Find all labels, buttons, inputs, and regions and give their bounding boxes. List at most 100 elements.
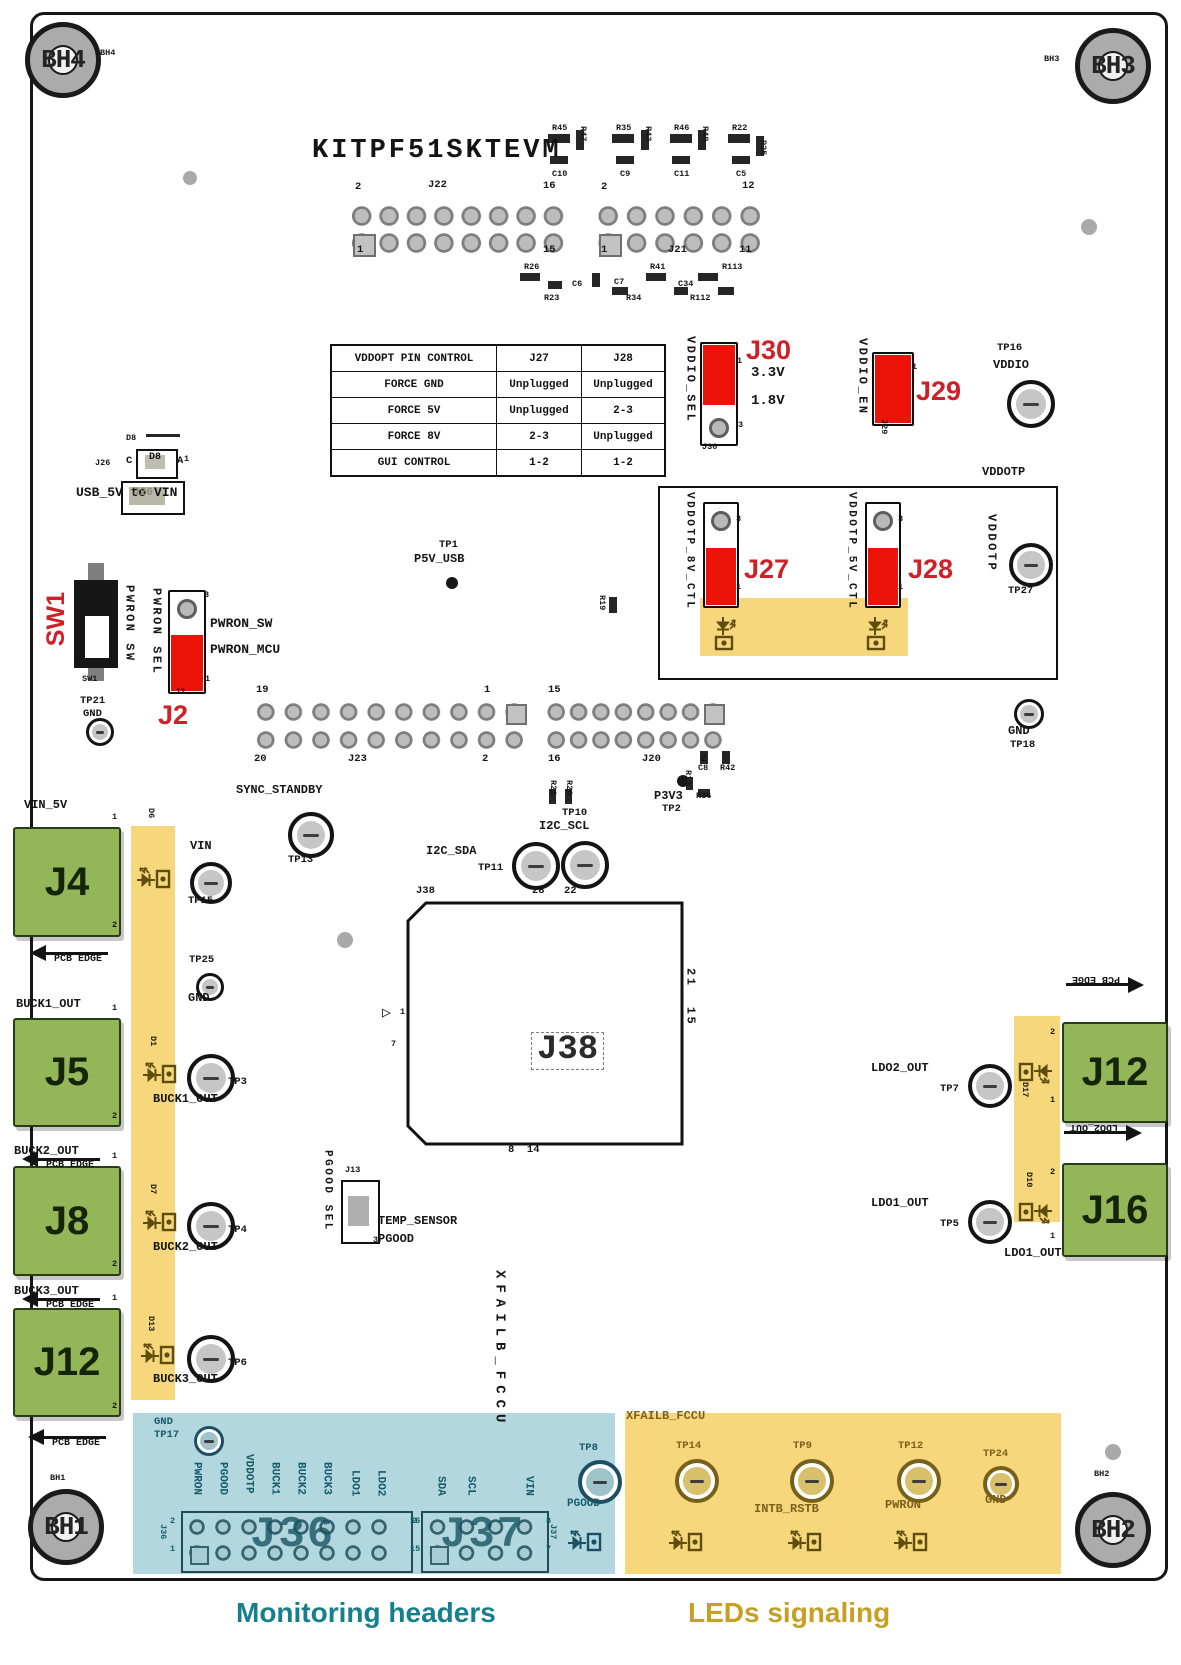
silk-label: 2 (170, 1516, 176, 1526)
test-point (790, 1459, 834, 1503)
test-point (983, 1466, 1019, 1502)
silk-label: D6 (145, 808, 156, 819)
silk-label: PWRON SW (122, 585, 137, 663)
silk-label: 21 15 (683, 968, 698, 1027)
led-icon (863, 615, 889, 651)
table-cell: FORCE 8V (330, 423, 497, 450)
silk-label: SCL (464, 1476, 477, 1496)
pin-header-J37 (422, 1542, 539, 1564)
annotation-J27: J27 (744, 554, 790, 584)
test-point (968, 1200, 1012, 1244)
silk-label: BUCK1_OUT (153, 1092, 218, 1106)
connector-label: J4 (44, 859, 90, 904)
silk-label: 16 (543, 180, 556, 192)
silk-label: R113 (722, 262, 743, 272)
silk-label: J26 (95, 458, 111, 468)
silk-label: 28 (532, 885, 545, 897)
component-pad (348, 1196, 369, 1226)
table-cell: Unplugged (496, 371, 582, 398)
pin1-square-J36 (189, 1545, 209, 1565)
silk-label: SW1 (82, 674, 98, 684)
silk-label: LDO1 (348, 1470, 361, 1497)
silk-label: PWRON (190, 1462, 203, 1496)
silk-label: C6 (572, 279, 583, 289)
table-cell: GUI CONTROL (330, 449, 497, 477)
table-cell: Unplugged (496, 397, 582, 424)
table-cell: 2-3 (581, 397, 666, 424)
silk-label: 1.8V (751, 393, 785, 409)
mounting-hole-BH4: BH4 (25, 22, 101, 98)
silk-label: BUCK2_OUT (153, 1240, 218, 1254)
jumper-shunt (703, 345, 735, 405)
connector-J4: J4 (13, 827, 121, 937)
test-point (897, 1459, 941, 1503)
highlight-region (131, 826, 175, 1400)
test-point (1009, 543, 1053, 587)
silk-label: 1 (357, 244, 364, 256)
silk-label: SDA (434, 1476, 447, 1496)
silk-label: D1 (147, 1036, 158, 1047)
silk-label: R26 (524, 262, 540, 272)
component-pad (722, 751, 730, 764)
silk-label: 3 (373, 1235, 379, 1245)
outline-box (341, 1180, 380, 1244)
silk-label: 1 (484, 684, 491, 696)
arrow-line (46, 951, 108, 955)
silk-label: VIN (522, 1476, 535, 1496)
silk-label: D7 (147, 1184, 158, 1195)
jumper-pin (711, 511, 731, 531)
jumper-J30 (700, 342, 738, 446)
j38-label: J38 (531, 1032, 605, 1070)
led-icon (667, 1529, 703, 1555)
silk-label: USB_5V to VIN (76, 485, 178, 500)
component-pad (672, 156, 690, 164)
pcb-edge-arrow: PCB EDGE (30, 944, 108, 965)
silk-label: GND (188, 991, 210, 1005)
silk-label: BUCK3_OUT (14, 1284, 79, 1298)
led-icon (135, 866, 171, 892)
silk-label: TP21 (80, 695, 106, 707)
pin-header-J23 (252, 700, 529, 724)
silk-label: VDDIO_EN (855, 338, 870, 416)
caption-monitoring-headers: Monitoring headers (236, 1597, 496, 1628)
annotation-J29: J29 (916, 376, 962, 406)
silk-label: J30 (702, 442, 718, 452)
hole-label: BH4 (41, 45, 86, 75)
silk-label: 1 (112, 812, 118, 822)
silk-label: PWRON_SW (210, 616, 273, 631)
j38-socket-outline (406, 901, 684, 1146)
silk-label: TEMP_SENSOR (378, 1214, 458, 1228)
outline-box (121, 481, 185, 515)
jumper-shunt (868, 547, 898, 605)
vddopt-pin-control-table: VDDOPT PIN CONTROL J27 J28 FORCE GND Unp… (330, 344, 666, 477)
silk-label: VDDOTP (982, 465, 1026, 479)
component-pad (756, 136, 764, 156)
silk-label: R18 (682, 770, 693, 786)
outline-box (136, 449, 178, 479)
arrow-label: PCB EDGE (1071, 973, 1120, 984)
pin1-square-J21 (598, 233, 622, 257)
highlight-region (1014, 1016, 1060, 1222)
silk-label: TP11 (478, 862, 504, 874)
silk-label: 1 (170, 1544, 176, 1554)
pin-header-J21 (593, 203, 765, 229)
silk-label: 2 (700, 753, 707, 765)
silk-label: SYNC_STANDBY (236, 783, 323, 797)
test-point (1014, 699, 1044, 729)
component-pad (565, 789, 572, 804)
silk-label: TP12 (898, 1440, 924, 1452)
silk-label: R46 (674, 123, 690, 133)
silk-label: BUCK1 (268, 1462, 281, 1496)
silk-label: LDO2 (374, 1470, 387, 1497)
silk-label: 2 (355, 181, 362, 193)
silk-label: INTB_RSTB (754, 1502, 819, 1516)
test-point (512, 842, 560, 890)
component-pad (549, 789, 556, 804)
connector-J16: J16 (1062, 1163, 1168, 1257)
silk-label: C10 (552, 169, 568, 179)
jumper-shunt (875, 355, 911, 423)
pin1-square-J23 (505, 703, 527, 725)
silk-label: VDDOTP_5V_CTL (845, 492, 858, 611)
test-point (561, 841, 609, 889)
silk-label: TP16 (997, 342, 1023, 354)
